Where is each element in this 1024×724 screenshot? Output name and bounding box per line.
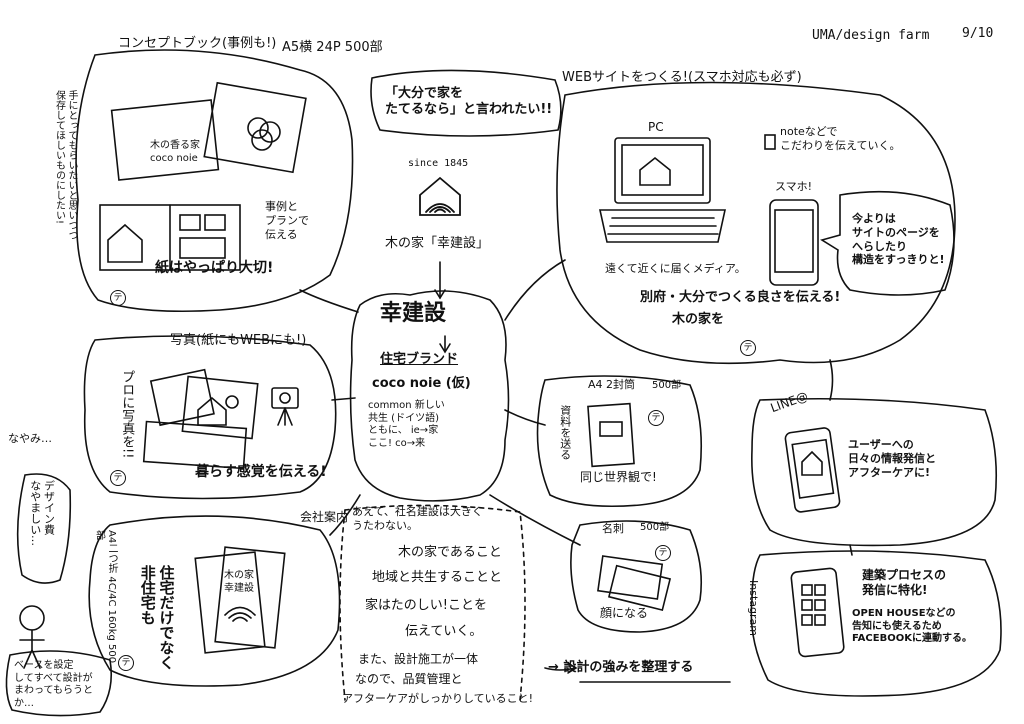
card-desc: 顔になる	[600, 606, 649, 620]
note-line-6: なので、品質管理と	[355, 672, 463, 686]
note-line-5: また、設計施工が一体	[358, 652, 479, 666]
concept-book-desc2: 紙はやっぱり大切!	[155, 260, 274, 276]
smartphone-drawing	[769, 199, 819, 286]
instagram-desc1: 建築プロセスの 発信に特化!	[862, 568, 947, 597]
web-pc-label: PC	[648, 120, 664, 134]
designer-bubble: デザイン費 なやましい…	[28, 480, 56, 546]
leaflet-badge: テ	[118, 655, 134, 671]
leaflet-drawing	[194, 551, 266, 654]
company-caption: 木の家「幸建設」	[385, 236, 490, 251]
concept-book-side-note: 手にとってもらいたいと思いつつ 保存してほしいものにしたい!	[53, 90, 78, 240]
dashed-note-outline	[344, 504, 526, 701]
envelope-title: A4 2封筒	[588, 378, 636, 391]
web-bubble: 今よりは サイトのページを へらしたり 構造をすっきりと!	[852, 212, 945, 267]
page-number: 9/10	[962, 26, 994, 41]
web-third-line: 木の家を	[672, 312, 725, 327]
cloud-leaflet	[88, 515, 341, 687]
web-sp-label: スマホ!	[775, 180, 813, 193]
connector-web	[504, 259, 566, 321]
brand-name: coco noie (仮)	[372, 376, 471, 391]
envelope-spec: 500部	[652, 380, 682, 391]
note-title: あえて、社名建設は大きく うたわない。	[352, 505, 483, 532]
envelope-side: 資料を送る	[558, 405, 572, 460]
laptop-drawing	[614, 137, 711, 204]
web-note-label: noteなどで こだわりを伝えていく。	[780, 125, 901, 152]
cloud-web	[556, 81, 956, 365]
cloud-center	[349, 290, 510, 502]
leaflet-desc: 住宅だけでなく 非住宅も	[138, 565, 176, 670]
web-second-line: 別府・大分でつくる良さを伝える!	[640, 290, 841, 305]
concept-book-spec: A5横 24P 500部	[282, 40, 383, 55]
web-speech-bubble	[820, 190, 955, 296]
since-label: since 1845	[408, 158, 469, 169]
designer-aside: なやみ…	[8, 432, 52, 445]
photo-side: プロに写真を!!	[119, 370, 135, 459]
instagram-desc2: OPEN HOUSEなどの 告知にも使えるため FACEBOOKに連動する。	[852, 608, 972, 644]
connector-insta	[849, 544, 853, 556]
cloud-concept-book	[75, 49, 354, 313]
note-line-4: 伝えていく。	[405, 624, 483, 639]
instagram-phone-drawing	[790, 567, 845, 658]
envelope-desc: 同じ世界観で!	[580, 470, 657, 484]
photo-drawing	[149, 368, 215, 427]
slogan: 「大分で家を たてるなら」と言われたい!!	[385, 86, 553, 118]
cloud-instagram	[750, 550, 1002, 697]
card-title: 名刺	[602, 522, 624, 535]
envelope-drawing	[587, 402, 635, 468]
leaflet-title: 会社案内	[300, 510, 349, 524]
note-line-7: アフターケアがしっかりしていること!	[342, 692, 534, 705]
form-title: UMA/design farm	[812, 28, 930, 43]
note-line-1: 木の家であること	[398, 545, 502, 560]
connector-line	[829, 359, 834, 401]
photo-badge: テ	[110, 470, 126, 486]
logo-shape	[419, 176, 461, 216]
cloud-card	[570, 520, 703, 633]
company-name: 幸建設	[380, 301, 447, 326]
brand-notes: common 新しい 共生 (ドイツ語) ともに、 ie→家 ここ! co→来	[368, 400, 445, 449]
cloud-envelope	[536, 375, 702, 508]
card-spec: 500部	[640, 522, 670, 533]
concept-book-badge: テ	[110, 290, 126, 306]
connector-envelope	[504, 409, 546, 426]
web-title: WEBサイトをつくる!(スマホ対応も必ず)	[562, 70, 802, 85]
footer-design-strength: → 設計の強みを整理する	[548, 660, 694, 675]
note-line-3: 家はたのしい!ことを	[365, 598, 487, 613]
concept-book-drawing	[110, 99, 220, 181]
line-desc: ユーザーへの 日々の情報発信と アフターケアに!	[848, 438, 936, 479]
connector-photo	[331, 397, 356, 401]
concept-book-desc1: 事例と プランで 伝える	[265, 200, 309, 241]
web-media-line: 遠くて近くに届くメディア。	[605, 262, 746, 275]
connector-concept	[299, 289, 359, 313]
instagram-title: Instagram	[746, 580, 760, 636]
brand-label: 住宅ブランド	[380, 352, 459, 367]
cloud-photo	[83, 335, 337, 500]
card-badge: テ	[655, 545, 671, 561]
connector-leaflet	[329, 494, 361, 536]
leaflet-book-label: 木の家 幸建設	[224, 570, 254, 594]
leaflet-spec: A4二つ折 4C/4C 160kg 500部	[93, 530, 118, 664]
footer-arrow	[544, 662, 578, 674]
designer-figure	[19, 605, 45, 631]
concept-book-title: コンセプトブック(事例も!)	[118, 36, 277, 51]
envelope-badge: テ	[648, 410, 664, 426]
designer-caption: ベースを設定 してすべて設計が まわってもらうとか…	[14, 660, 93, 709]
speech-bubble-designer	[16, 473, 72, 584]
connector-card	[489, 494, 581, 546]
concept-book-label: 木の香る家 coco noie	[150, 140, 200, 164]
photo-title: 写真(紙にもWEBにも!)	[170, 333, 307, 348]
cloud-slogan	[370, 69, 562, 137]
photo-desc: 暮らす感覚を伝える!	[195, 464, 327, 480]
web-badge: テ	[740, 340, 756, 356]
note-line-2: 地域と共生することと	[372, 570, 503, 585]
card-drawing	[597, 555, 664, 600]
line-phone-drawing	[784, 427, 841, 513]
cloud-line	[751, 397, 997, 547]
